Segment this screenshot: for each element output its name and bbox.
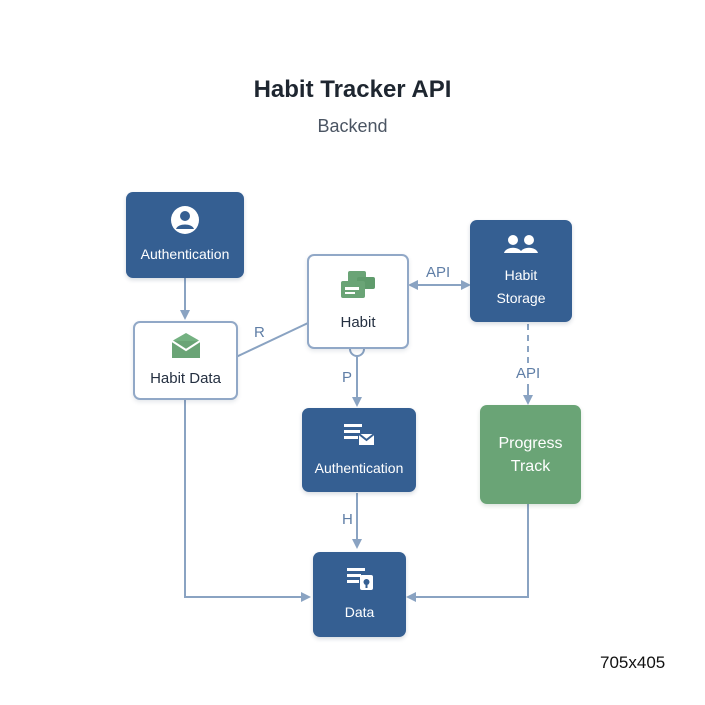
edge-progress-track-to-data xyxy=(406,504,529,602)
authentication-middle-label: Authentication xyxy=(314,459,404,476)
habit-storage-node[interactable]: Habit Storage xyxy=(470,220,572,322)
dimensions-watermark: 705x405 xyxy=(600,653,666,672)
authentication-middle-node[interactable]: Authentication xyxy=(302,408,416,492)
envelope-icon xyxy=(170,333,201,358)
user-circle-icon xyxy=(171,205,199,234)
edge-label-h: H xyxy=(342,511,353,528)
progress-track-label: Progress Track xyxy=(498,434,563,475)
habit-storage-label: Habit Storage xyxy=(496,267,546,306)
diagram-subtitle: Backend xyxy=(317,116,388,136)
edge-label-api-top: API xyxy=(426,264,451,281)
habit-node[interactable]: Habit xyxy=(307,254,409,349)
edge-label-api-right: API xyxy=(516,365,541,382)
habit-data-label: Habit Data xyxy=(150,370,221,387)
document-lock-icon xyxy=(346,568,373,590)
users-icon xyxy=(504,235,538,253)
edge-habit-data-to-data xyxy=(184,400,311,602)
diagram-title: Habit Tracker API xyxy=(253,76,452,103)
edge-label-p: P xyxy=(342,369,353,386)
data-node[interactable]: Data xyxy=(313,552,406,637)
habit-label: Habit xyxy=(340,314,376,331)
habit-data-node[interactable]: Habit Data xyxy=(133,321,238,400)
authentication-top-node[interactable]: Authentication xyxy=(126,192,244,278)
edge-habit-data-to-habit xyxy=(235,322,309,358)
data-label: Data xyxy=(344,604,375,620)
authentication-top-label: Authentication xyxy=(140,245,230,262)
edge-label-r: R xyxy=(254,324,265,341)
habit-stack-icon xyxy=(341,271,375,298)
progress-track-node[interactable]: Progress Track xyxy=(480,405,581,504)
document-mail-icon xyxy=(344,423,375,445)
